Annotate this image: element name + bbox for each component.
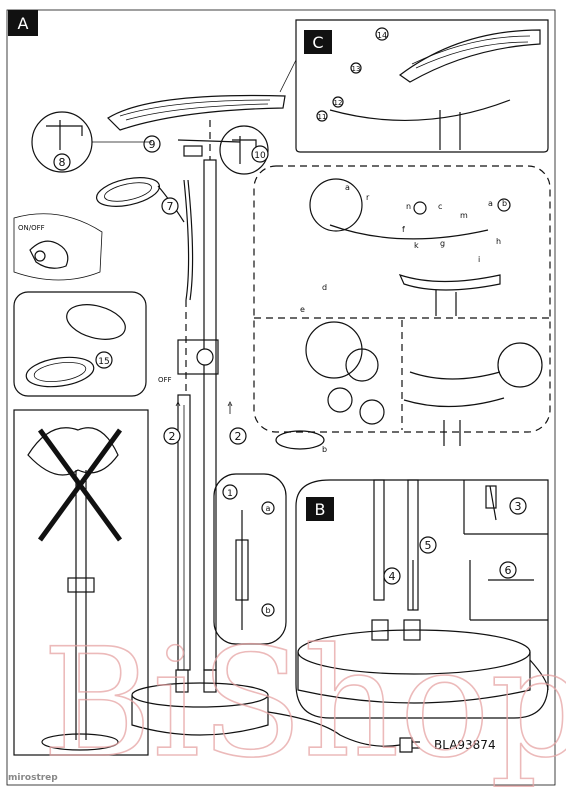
- svg-text:4: 4: [389, 570, 396, 583]
- panel-b-label: B: [315, 500, 326, 519]
- svg-text:n: n: [406, 202, 411, 211]
- on-off-label: ON/OFF: [18, 224, 45, 232]
- panel-c-frame: [296, 20, 548, 152]
- off-label: OFF: [158, 376, 172, 384]
- svg-text:14: 14: [377, 31, 387, 40]
- svg-text:g: g: [440, 239, 445, 248]
- reading-lamp-head: [94, 173, 162, 212]
- svg-text:f: f: [402, 225, 405, 234]
- svg-text:a: a: [345, 183, 350, 192]
- svg-text:3: 3: [515, 500, 522, 513]
- step-markers-main: 9 7 2 2: [144, 136, 246, 444]
- svg-text:12: 12: [334, 99, 343, 107]
- svg-text:2: 2: [235, 430, 242, 443]
- svg-text:5: 5: [425, 539, 432, 552]
- svg-text:2: 2: [169, 430, 176, 443]
- svg-text:10: 10: [254, 151, 266, 161]
- step-8-detail: 8: [32, 112, 152, 172]
- svg-text:1: 1: [227, 489, 233, 499]
- svg-text:b: b: [265, 606, 270, 615]
- svg-text:b: b: [322, 445, 327, 454]
- step-15-panel: 15: [14, 292, 146, 396]
- svg-text:h: h: [496, 237, 501, 246]
- lamp-head-top-view: [400, 30, 540, 82]
- panel-c: C 14 13 12 11: [280, 20, 548, 152]
- watermark-brand: BiShop: [42, 617, 566, 791]
- svg-text:r: r: [366, 193, 370, 202]
- svg-text:d: d: [322, 283, 327, 292]
- watermark-site: mirostrep: [8, 773, 58, 783]
- on-off-detail: ON/OFF: [14, 214, 102, 280]
- svg-text:8: 8: [59, 156, 66, 169]
- svg-text:11: 11: [318, 113, 327, 121]
- lamp-cover: [330, 100, 510, 120]
- svg-text:c: c: [438, 202, 442, 211]
- svg-text:13: 13: [352, 65, 361, 73]
- svg-text:a: a: [488, 199, 493, 208]
- svg-text:7: 7: [167, 200, 174, 213]
- watermark: BiShop mirostrep: [8, 617, 566, 791]
- step-10-detail: 10: [220, 126, 268, 174]
- lamp-head: [108, 95, 285, 130]
- svg-text:i: i: [478, 255, 480, 264]
- svg-text:9: 9: [149, 138, 156, 151]
- svg-text:a: a: [266, 504, 271, 513]
- wiring-panel: a r n c m a b f k g i h d e b: [254, 166, 550, 454]
- svg-text:b: b: [502, 199, 507, 208]
- panel-a-label: A: [8, 10, 38, 36]
- svg-text:e: e: [300, 305, 305, 314]
- svg-text:6: 6: [505, 564, 512, 577]
- svg-text:15: 15: [98, 357, 109, 367]
- panel-c-label: C: [312, 33, 323, 52]
- svg-text:m: m: [460, 211, 468, 220]
- panel-a-text: A: [18, 14, 29, 33]
- svg-text:k: k: [414, 241, 419, 250]
